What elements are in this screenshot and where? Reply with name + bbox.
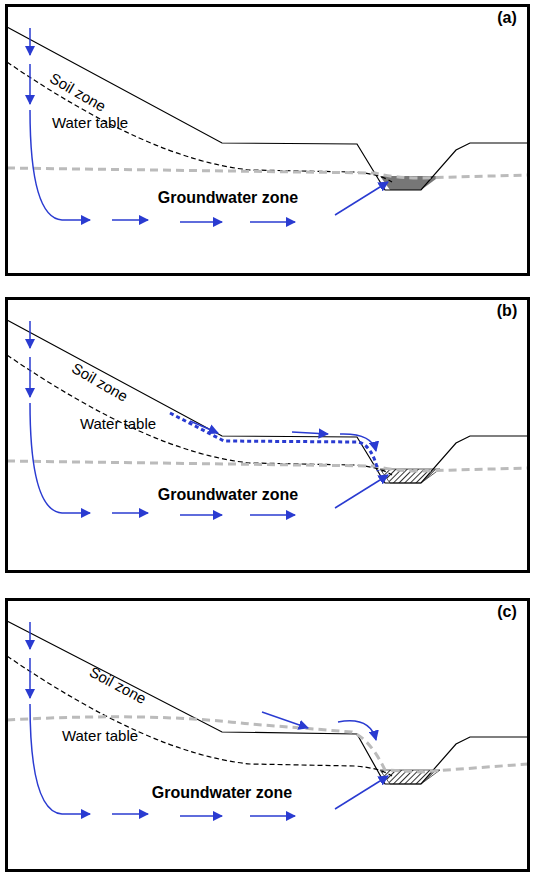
panel-b-art <box>7 320 528 515</box>
panel-a-art <box>7 27 528 222</box>
panel-letter: (c) <box>497 604 517 620</box>
flow-arrows <box>30 321 388 515</box>
zone-label: Water table <box>52 115 128 130</box>
soil-boundary <box>7 62 392 182</box>
zone-label: Groundwater zone <box>158 487 298 503</box>
perched-layer <box>170 413 378 471</box>
panel-letter: (a) <box>497 10 517 26</box>
water-table-line <box>7 168 528 178</box>
soil-boundary <box>7 656 392 776</box>
zone-label: Groundwater zone <box>158 190 298 206</box>
figure-panel: (c) Soil zoneWater tableGroundwater zone <box>5 598 530 872</box>
figure-panel: (b) Soil zoneWater tableGroundwater zone <box>5 297 530 573</box>
panel-c-art <box>7 621 528 816</box>
panel-letter: (b) <box>497 303 517 319</box>
ground-surface <box>7 621 528 784</box>
zone-label: Groundwater zone <box>152 785 292 801</box>
zone-label: Water table <box>80 416 156 431</box>
figure-panel: (a) Soil zoneWater tableGroundwater zone <box>5 4 530 276</box>
ground-surface <box>7 27 528 190</box>
ground-surface <box>7 320 528 483</box>
water-table-line <box>7 461 528 471</box>
zone-label: Soil zone <box>48 70 109 114</box>
water-table-line <box>7 717 528 772</box>
zone-label: Soil zone <box>70 360 131 404</box>
zone-label: Water table <box>62 728 138 743</box>
soil-boundary <box>7 355 392 475</box>
flow-arrows <box>30 28 388 222</box>
flow-arrows <box>30 622 388 816</box>
zone-label: Soil zone <box>87 664 149 706</box>
